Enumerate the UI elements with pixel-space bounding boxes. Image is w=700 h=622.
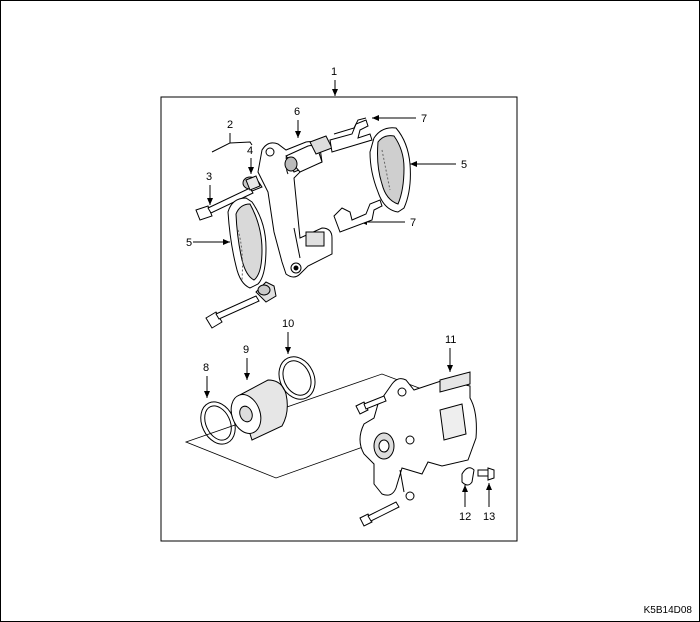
callout-5-right: 5 [461,159,467,171]
callout-12: 12 [459,511,471,523]
leader-2b [229,141,253,146]
caliper-piston [230,379,288,441]
callout-1: 1 [331,66,337,78]
callout-7-lower: 7 [410,217,416,229]
callout-13: 13 [483,511,495,523]
guide-pin-bolt-lower [205,295,260,329]
callout-9: 9 [243,344,249,356]
callout-8: 8 [203,362,209,374]
caliper-bolt-upper [355,395,387,415]
callout-6: 6 [294,106,300,118]
callout-4: 4 [247,145,253,157]
brake-pad-inner [227,197,267,289]
callout-2: 2 [227,119,233,131]
assembly-box [160,96,518,542]
callout-3: 3 [206,171,212,183]
callout-7-upper: 7 [421,113,427,125]
pad-clip-lower [333,199,383,233]
piston-boot [278,356,316,400]
document-code: K5B14D08 [643,605,692,616]
pad-clip-upper [329,117,373,153]
callout-11: 11 [445,334,456,346]
caliper-housing [359,371,477,501]
brake-pad-outer [369,127,411,213]
bleeder-screw [477,467,495,481]
bleeder-cap [461,467,475,486]
leader-2a [211,133,231,153]
boot-upper [242,175,261,191]
callout-5-left: 5 [186,237,192,249]
bracket-boss [284,135,333,173]
caliper-bolt-lower [359,501,400,527]
boot-lower [255,281,277,303]
callout-10: 10 [282,318,294,330]
